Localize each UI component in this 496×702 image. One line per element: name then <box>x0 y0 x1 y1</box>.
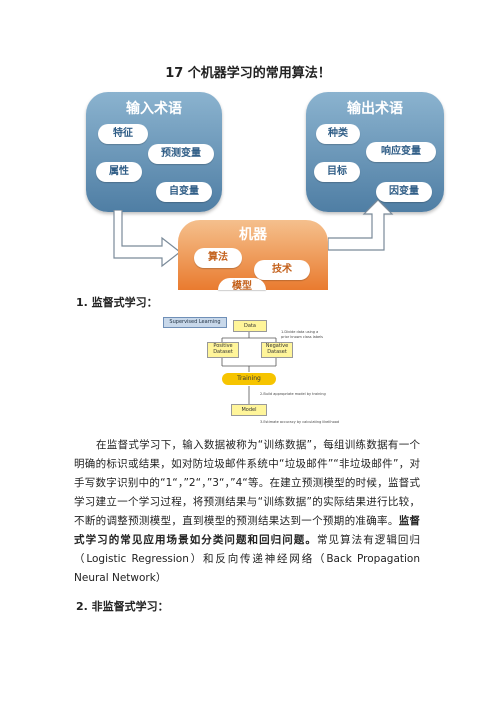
term-pill: 目标 <box>314 162 360 182</box>
flow-arrow-in <box>113 210 181 268</box>
term-pill: 自变量 <box>156 182 212 202</box>
input-terms-panel: 输入术语 特征 预测变量 属性 自变量 <box>86 92 222 212</box>
machine-panel: 机器 算法 技术 模型 <box>178 220 328 290</box>
term-pill: 响应变量 <box>366 142 436 162</box>
section-paragraph: 在监督式学习下，输入数据被称为“训练数据”，每组训练数据有一个明确的标识或结果，… <box>74 436 420 588</box>
flow-data-box: Data <box>233 320 267 332</box>
machine-title: 机器 <box>239 227 267 243</box>
paragraph-bold-text: 监督式学习的常见应用场景如分类问题和回归问题。 <box>74 515 421 546</box>
term-pill: 因变量 <box>376 182 432 202</box>
section-heading: 1. 监督式学习： <box>76 296 158 309</box>
section-heading: 2. 非监督式学习： <box>76 600 169 613</box>
flow-connectors <box>221 332 277 404</box>
term-pill: 技术 <box>254 260 310 280</box>
flow-negative-box: Negative Dataset <box>261 342 293 358</box>
paragraph-text: 常见算法有逻辑回归（Logistic Regression）和反向传递神经网络（… <box>74 534 421 584</box>
output-terms-panel: 输出术语 种类 响应变量 目标 因变量 <box>306 92 444 212</box>
flow-note: 1.Divide data using a prior known class … <box>281 330 323 339</box>
page-title: 17 个机器学习的常用算法！ <box>165 66 331 81</box>
flow-training-box: Training <box>222 373 276 385</box>
term-pill: 属性 <box>96 162 142 182</box>
term-pill: 种类 <box>316 124 360 144</box>
flow-positive-box: Positive Dataset <box>207 342 239 358</box>
flow-model-box: Model <box>231 404 267 416</box>
flow-label: Supervised Learning <box>163 317 227 328</box>
input-terms-title: 输入术语 <box>126 101 182 117</box>
term-pill: 特征 <box>98 124 148 144</box>
flow-arrow-out <box>328 200 394 251</box>
flow-note: 2.Build appropriate model by training <box>260 392 326 396</box>
output-terms-title: 输出术语 <box>347 101 403 117</box>
term-pill: 模型 <box>218 278 266 290</box>
term-pill: 算法 <box>194 248 242 268</box>
term-pill: 预测变量 <box>148 144 214 164</box>
paragraph-text: 在监督式学习下，输入数据被称为“训练数据”，每组训练数据有一个明确的标识或结果，… <box>74 439 420 527</box>
flow-note: 3.Estimate accuracy by calculating likel… <box>260 420 340 424</box>
